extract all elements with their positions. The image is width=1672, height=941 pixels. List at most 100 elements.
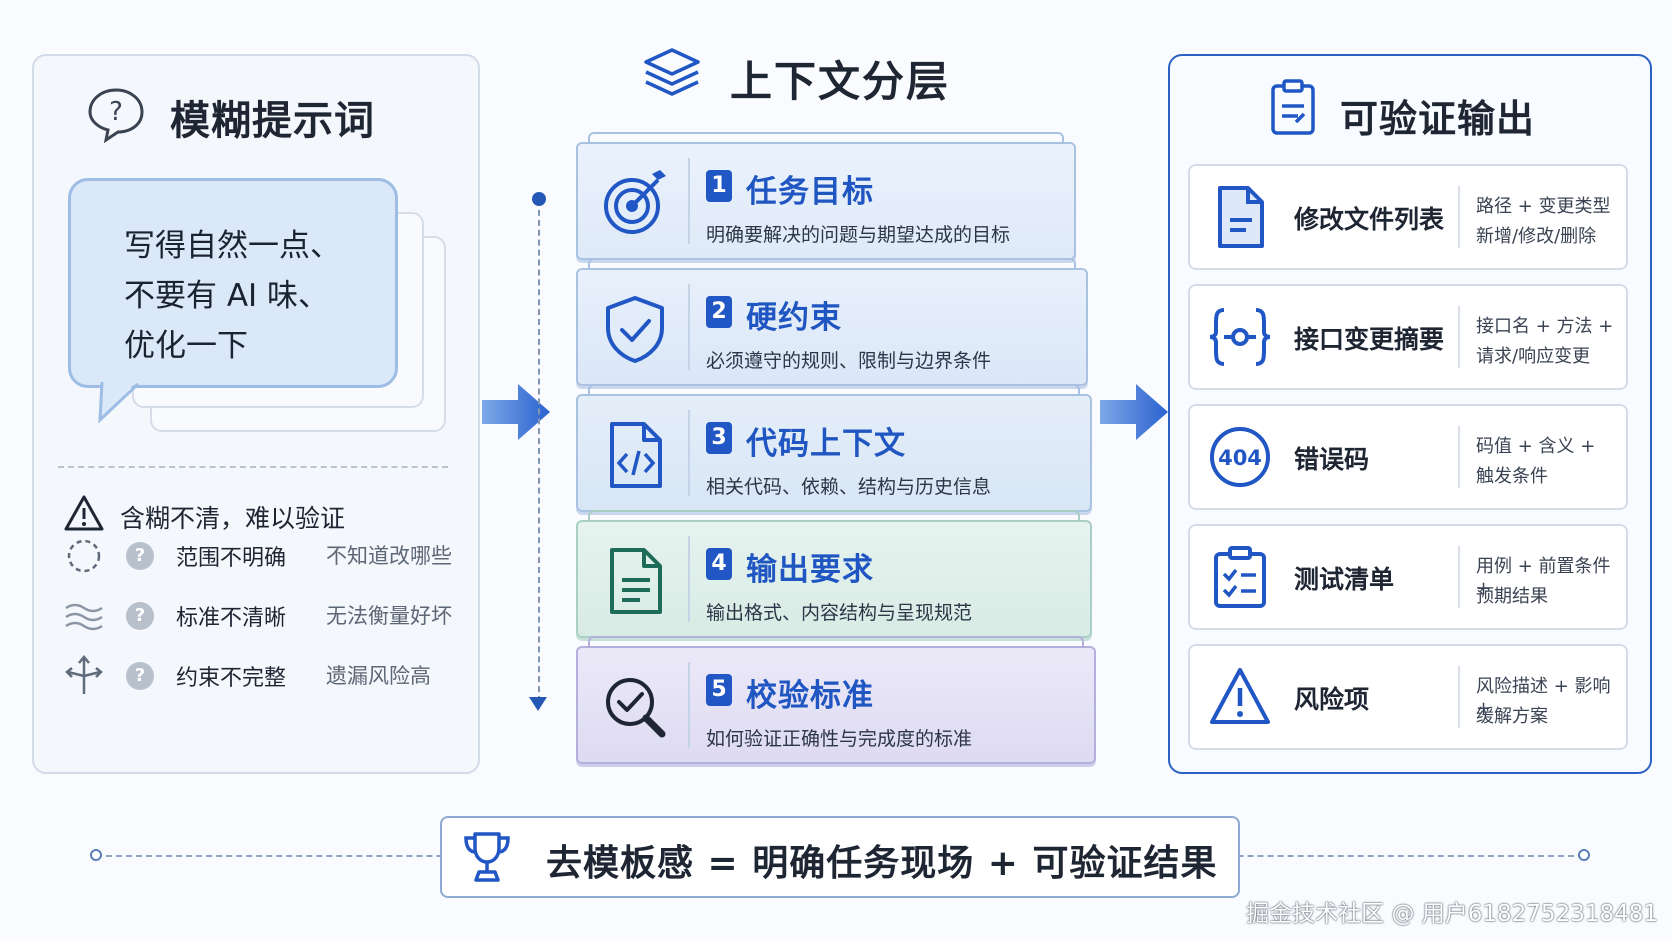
- layer-cap: [588, 510, 1080, 522]
- layer-divider: [688, 410, 690, 496]
- layer-hard-constraints: 2 硬约束 必须遵守的规则、限制与边界条件: [576, 258, 1088, 386]
- issue-label: 标准不清晰: [176, 606, 287, 631]
- layer-task-goal: 1 任务目标 明确要解决的问题与期望达成的目标: [576, 132, 1076, 260]
- shield-check-icon: [606, 296, 664, 363]
- center-title: 上下文分层: [730, 57, 951, 106]
- left-title: 模糊提示词: [170, 98, 375, 144]
- output-card-error-codes: 404 错误码 码值 + 含义 + 触发条件: [1188, 404, 1628, 510]
- clipboard-icon: [1271, 79, 1315, 135]
- bubble-line: 不要有 AI 味、: [124, 278, 330, 314]
- trophy-icon: [464, 832, 510, 882]
- api-braces-icon: [1209, 308, 1271, 366]
- issue-note: 不知道改哪些: [326, 544, 452, 568]
- issue-label: 约束不完整: [176, 666, 287, 691]
- layer-description: 如何验证正确性与完成度的标准: [706, 728, 973, 750]
- right-title: 可验证输出: [1340, 97, 1536, 141]
- layer-cap: [588, 636, 1084, 648]
- warning-icon: [1210, 668, 1270, 724]
- timeline-arrow-icon: [529, 697, 547, 711]
- layer-description: 相关代码、依赖、结构与历史信息: [706, 476, 992, 498]
- bottom-line-dot: [1578, 849, 1590, 861]
- layers-icon: [644, 48, 700, 96]
- layer-description: 明确要解决的问题与期望达成的目标: [706, 224, 1011, 246]
- summary-box: [440, 816, 1240, 898]
- output-card-desc: 新增/修改/删除: [1476, 226, 1597, 247]
- output-card-desc: 码值 + 含义 +: [1476, 436, 1596, 457]
- bubble-tail: [98, 380, 140, 424]
- card-divider: [1458, 546, 1460, 608]
- layer-code-context: 3 代码上下文 相关代码、依赖、结构与历史信息: [576, 384, 1092, 512]
- card-divider: [1458, 666, 1460, 728]
- card-divider: [1458, 426, 1460, 488]
- magnifier-check-icon: [606, 678, 666, 738]
- question-dot-icon: ?: [126, 602, 154, 630]
- layer-output-requirements: 4 输出要求 输出格式、内容结构与呈现规范: [576, 510, 1092, 638]
- layer-title: 代码上下文: [746, 426, 906, 462]
- warning-icon: [64, 495, 104, 531]
- output-card-desc: 路径 + 变更类型: [1476, 196, 1611, 217]
- flow-arrow-icon: [482, 384, 550, 440]
- output-card-risks: 风险项 风险描述 + 影响 + 缓解方案: [1188, 644, 1628, 750]
- code-file-icon: [610, 422, 662, 488]
- output-card-desc: 接口名 + 方法 +: [1476, 316, 1614, 337]
- error-404-badge: 404: [1218, 446, 1262, 470]
- error-404-icon: 404: [1210, 427, 1270, 487]
- layer-title: 任务目标: [746, 174, 874, 210]
- layer-description: 必须遵守的规则、限制与边界条件: [706, 350, 992, 372]
- layer-description: 输出格式、内容结构与呈现规范: [706, 602, 973, 624]
- output-card-api-summary: 接口变更摘要 接口名 + 方法 + 请求/响应变更: [1188, 284, 1628, 390]
- svg-text:?: ?: [109, 97, 123, 127]
- card-divider: [1458, 186, 1460, 248]
- output-card-title: 修改文件列表: [1294, 205, 1445, 234]
- issue-row-standard: ? 标准不清晰 无法衡量好坏: [60, 596, 460, 636]
- output-card-desc: 缓解方案: [1476, 706, 1548, 727]
- flow-arrow-icon: [1100, 384, 1168, 440]
- layer-divider: [688, 662, 690, 748]
- output-card-title: 测试清单: [1294, 565, 1395, 594]
- layer-number: 5: [706, 674, 732, 706]
- bubble-line: 写得自然一点、: [124, 228, 341, 264]
- output-card-desc: 风险描述 + 影响 +: [1476, 676, 1611, 719]
- card-divider: [1458, 306, 1460, 368]
- layer-divider: [688, 536, 690, 622]
- dashed-circle-icon: [67, 539, 101, 573]
- timeline-start-dot: [532, 192, 546, 206]
- layer-divider: [688, 284, 690, 370]
- left-divider: [58, 466, 448, 468]
- issue-note: 无法衡量好坏: [326, 604, 452, 628]
- target-icon: [604, 170, 666, 234]
- output-card-desc: 触发条件: [1476, 466, 1548, 487]
- file-icon: [1218, 186, 1264, 248]
- bottom-line-dot: [90, 849, 102, 861]
- output-card-title: 风险项: [1294, 685, 1370, 714]
- output-card-test-list: 测试清单 用例 + 前置条件 + 预期结果: [1188, 524, 1628, 630]
- output-card-title: 错误码: [1294, 445, 1370, 474]
- vague-prompt-bubble: [68, 178, 398, 388]
- question-dot-icon: ?: [126, 542, 154, 570]
- issue-label: 范围不明确: [176, 546, 287, 571]
- bubble-line: 优化一下: [124, 328, 248, 364]
- layer-number: 3: [706, 422, 732, 454]
- layer-cap: [588, 258, 1076, 270]
- summary-text: 去模板感 = 明确任务现场 + 可验证结果: [546, 843, 1218, 884]
- output-card-desc: 用例 + 前置条件 +: [1476, 556, 1611, 599]
- question-dot-icon: ?: [126, 662, 154, 690]
- issue-row-scope: ? 范围不明确 不知道改哪些: [60, 536, 460, 576]
- layer-title: 校验标准: [746, 678, 874, 714]
- issue-note: 遗漏风险高: [326, 664, 431, 688]
- warning-text: 含糊不清，难以验证: [120, 504, 346, 533]
- scatter-arrows-icon: [65, 655, 103, 694]
- issue-row-constraint: ? 约束不完整 遗漏风险高: [60, 655, 460, 696]
- output-card-desc: 请求/响应变更: [1476, 346, 1591, 367]
- watermark: 掘金技术社区 @ 用户6182752318481: [1246, 901, 1658, 927]
- timeline-line: [538, 200, 540, 702]
- layer-number: 2: [706, 296, 732, 328]
- document-icon: [610, 548, 662, 614]
- layer-number: 1: [706, 170, 732, 202]
- wave-lines-icon: [65, 603, 103, 631]
- question-chat-icon: ?: [88, 88, 144, 144]
- checklist-icon: [1214, 546, 1266, 608]
- layer-cap: [588, 132, 1064, 144]
- output-card-title: 接口变更摘要: [1294, 325, 1445, 354]
- layer-number: 4: [706, 548, 732, 580]
